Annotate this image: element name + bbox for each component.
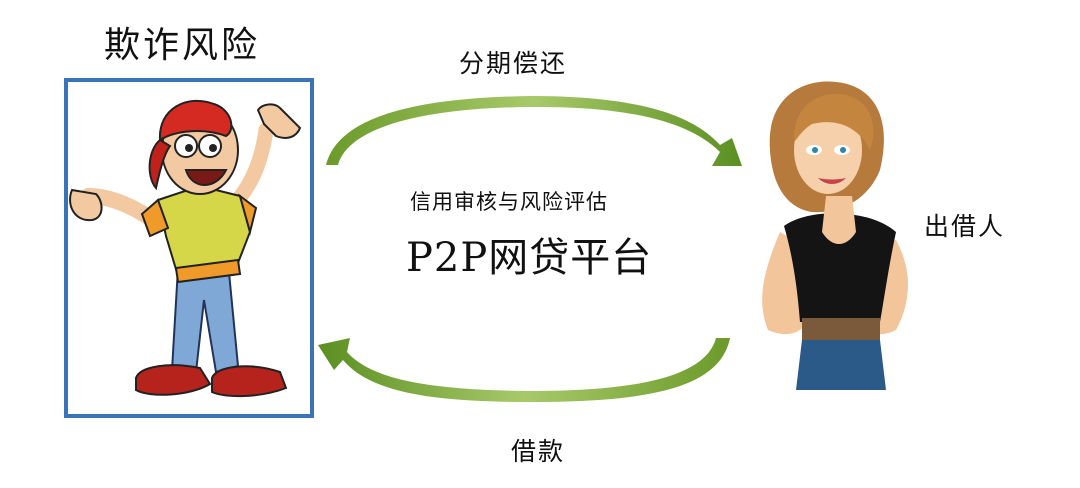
fraud-risk-label: 欺诈风险: [104, 25, 261, 66]
platform-label: P2P网贷平台: [406, 235, 653, 281]
repayment-arrow: [326, 96, 742, 166]
repayment-label: 分期偿还: [459, 49, 568, 78]
lender-label: 出借人: [924, 212, 1006, 241]
loan-label: 借款: [511, 437, 566, 466]
borrower-frame: [64, 78, 314, 418]
credit-review-label: 信用审核与风险评估: [410, 190, 608, 214]
loan-arrow: [318, 338, 730, 402]
